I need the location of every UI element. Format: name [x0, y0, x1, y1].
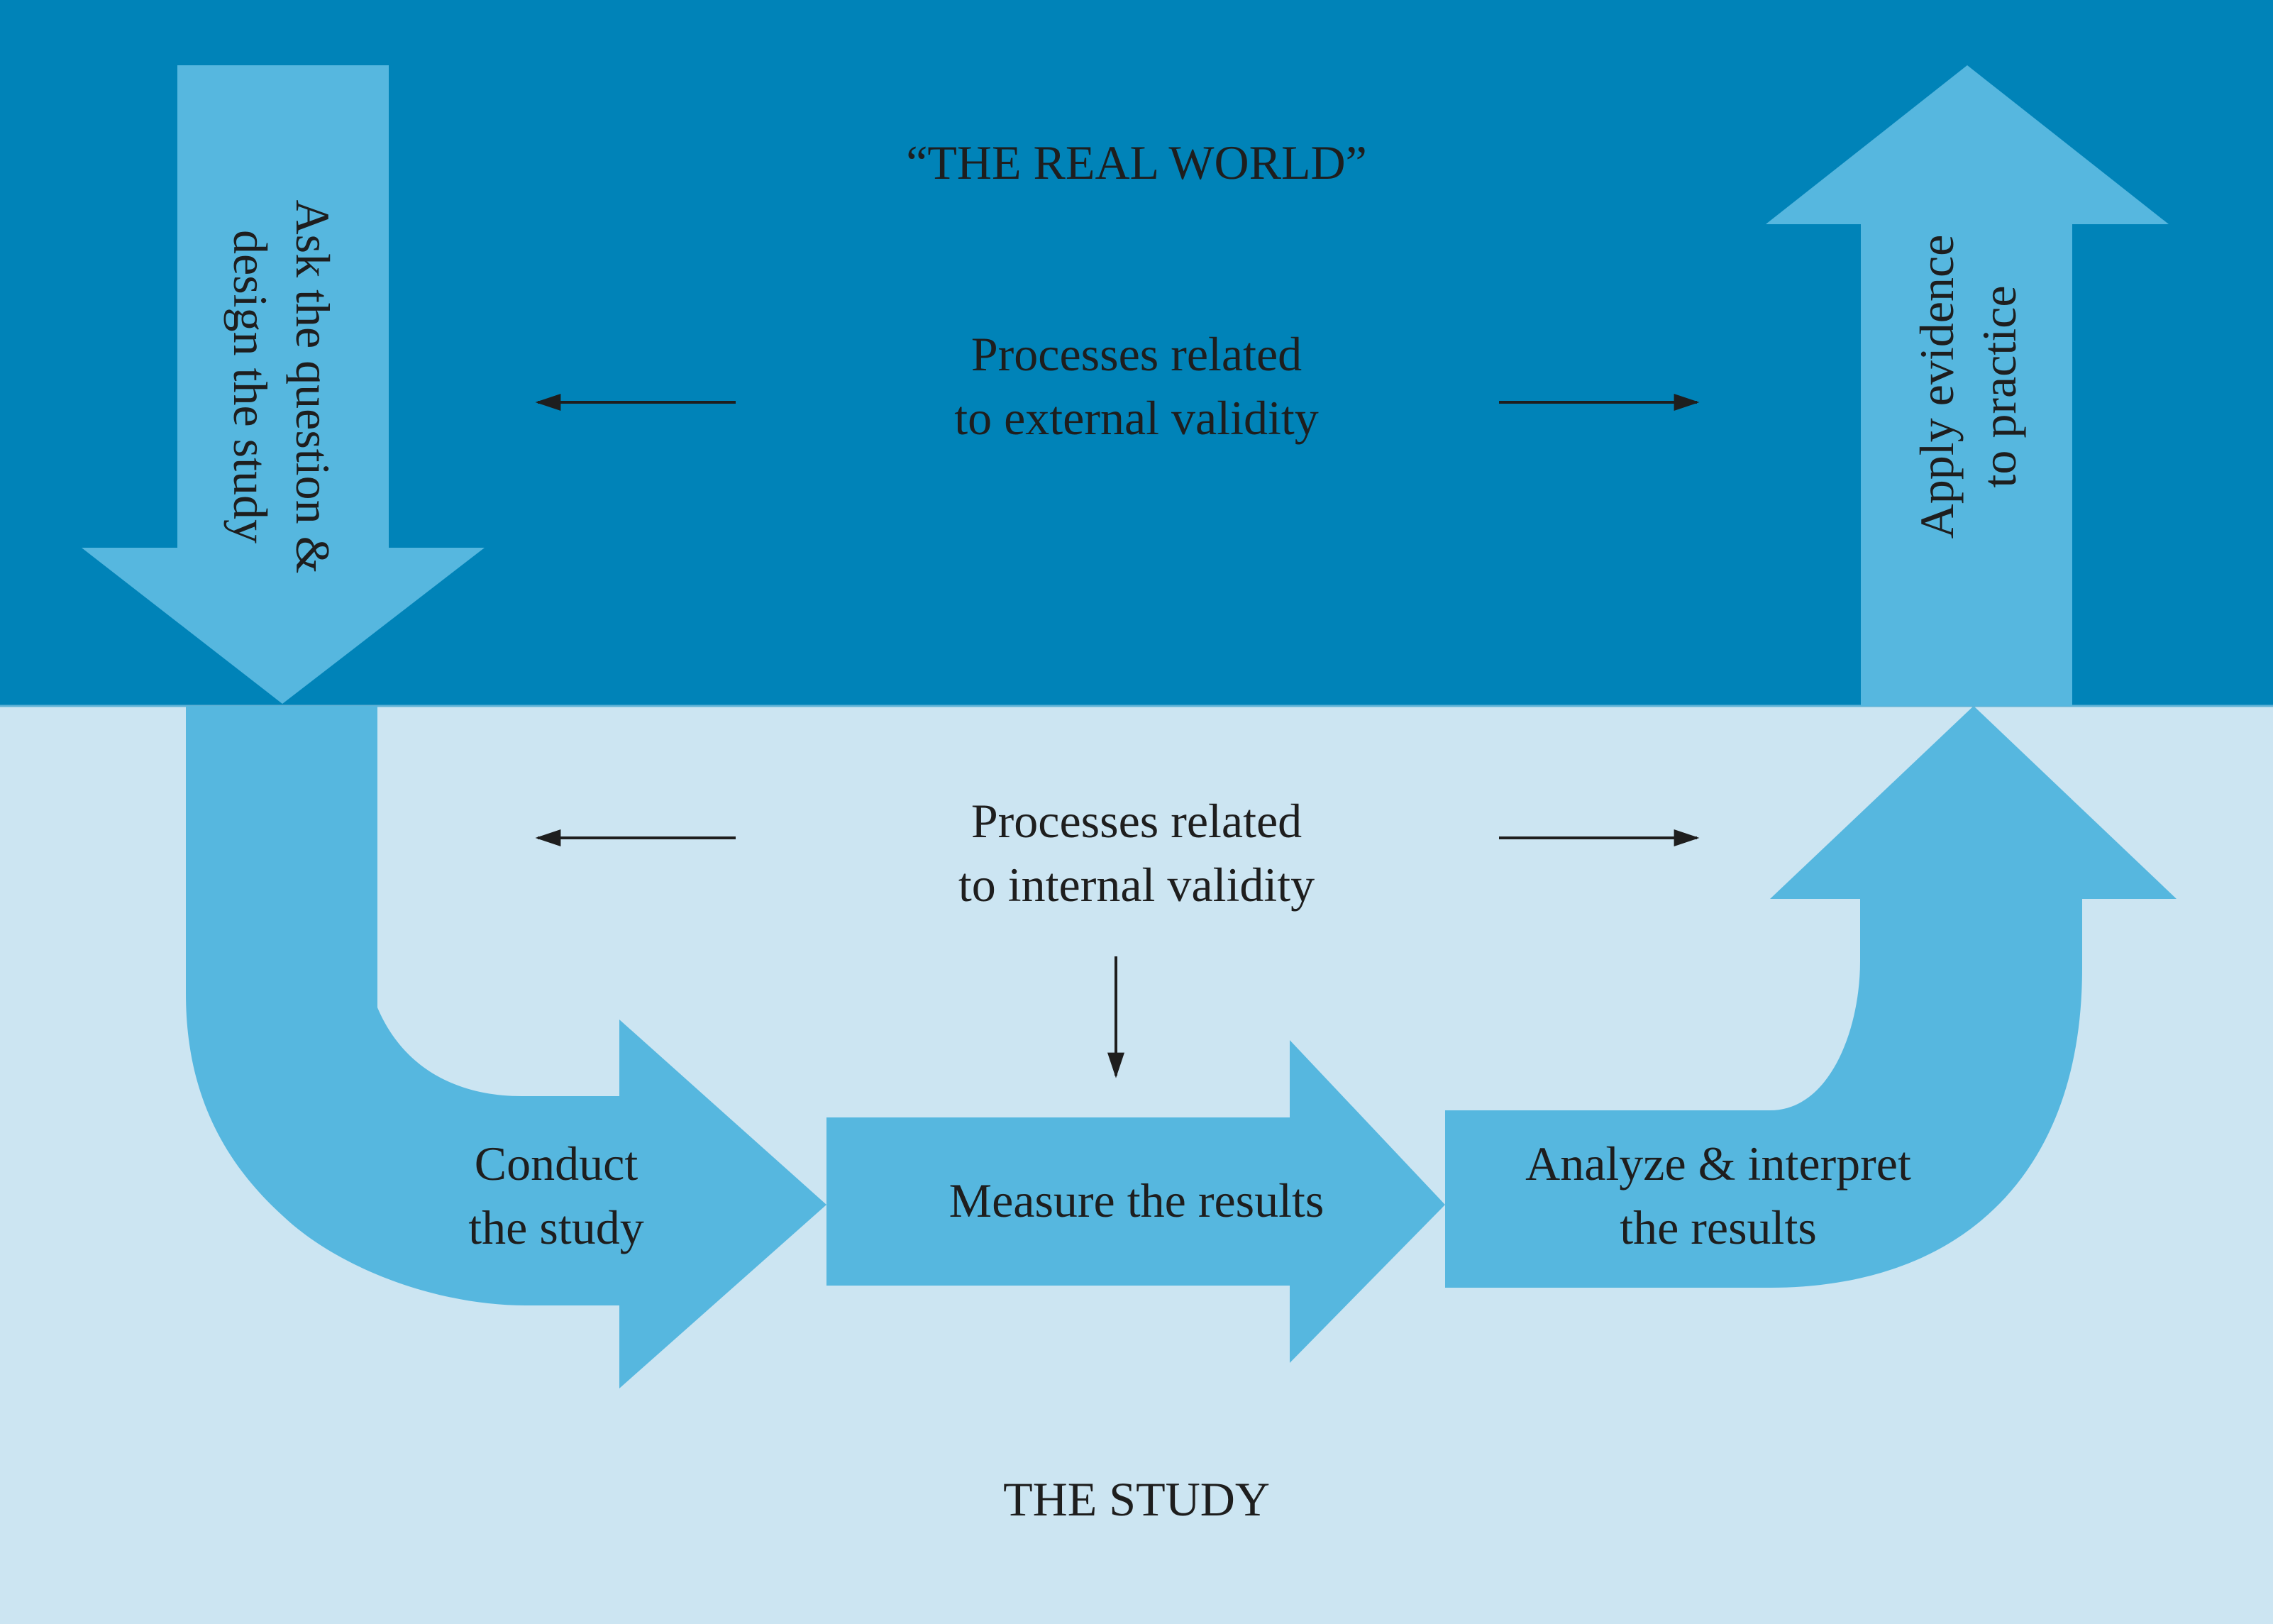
study-title: THE STUDY: [1003, 1472, 1270, 1526]
curved-arrow-analyze: [1445, 706, 2177, 1288]
conduct-line-2: the study: [468, 1200, 643, 1254]
internal-validity-line-2: to internal validity: [958, 858, 1315, 912]
curved-arrow-conduct: [186, 706, 826, 1388]
external-validity-line-1: Processes related: [971, 327, 1302, 381]
measure-arrow: [826, 1040, 1445, 1363]
ask-design-label: Ask the question & design the study: [223, 200, 340, 574]
analyze-line-2: the results: [1620, 1200, 1817, 1254]
internal-validity-line-1: Processes related: [971, 794, 1302, 848]
ask-design-line-1: Ask the question &: [286, 200, 340, 574]
external-validity-line-2: to external validity: [954, 391, 1319, 445]
apply-line-2: to practice: [1972, 285, 2026, 487]
real-world-title: “THE REAL WORLD”: [906, 136, 1367, 189]
apply-label: Apply evidence to practice: [1910, 235, 2026, 539]
ask-design-line-2: design the study: [223, 230, 277, 543]
process-arrows: [82, 65, 2177, 1388]
apply-line-1: Apply evidence: [1910, 235, 1964, 539]
measure-label: Measure the results: [949, 1173, 1324, 1227]
down-arrow-ask-design: [82, 65, 485, 704]
up-arrow-apply: [1766, 65, 2169, 706]
conduct-line-1: Conduct: [475, 1137, 638, 1191]
analyze-line-1: Analyze & interpret: [1525, 1137, 1911, 1191]
